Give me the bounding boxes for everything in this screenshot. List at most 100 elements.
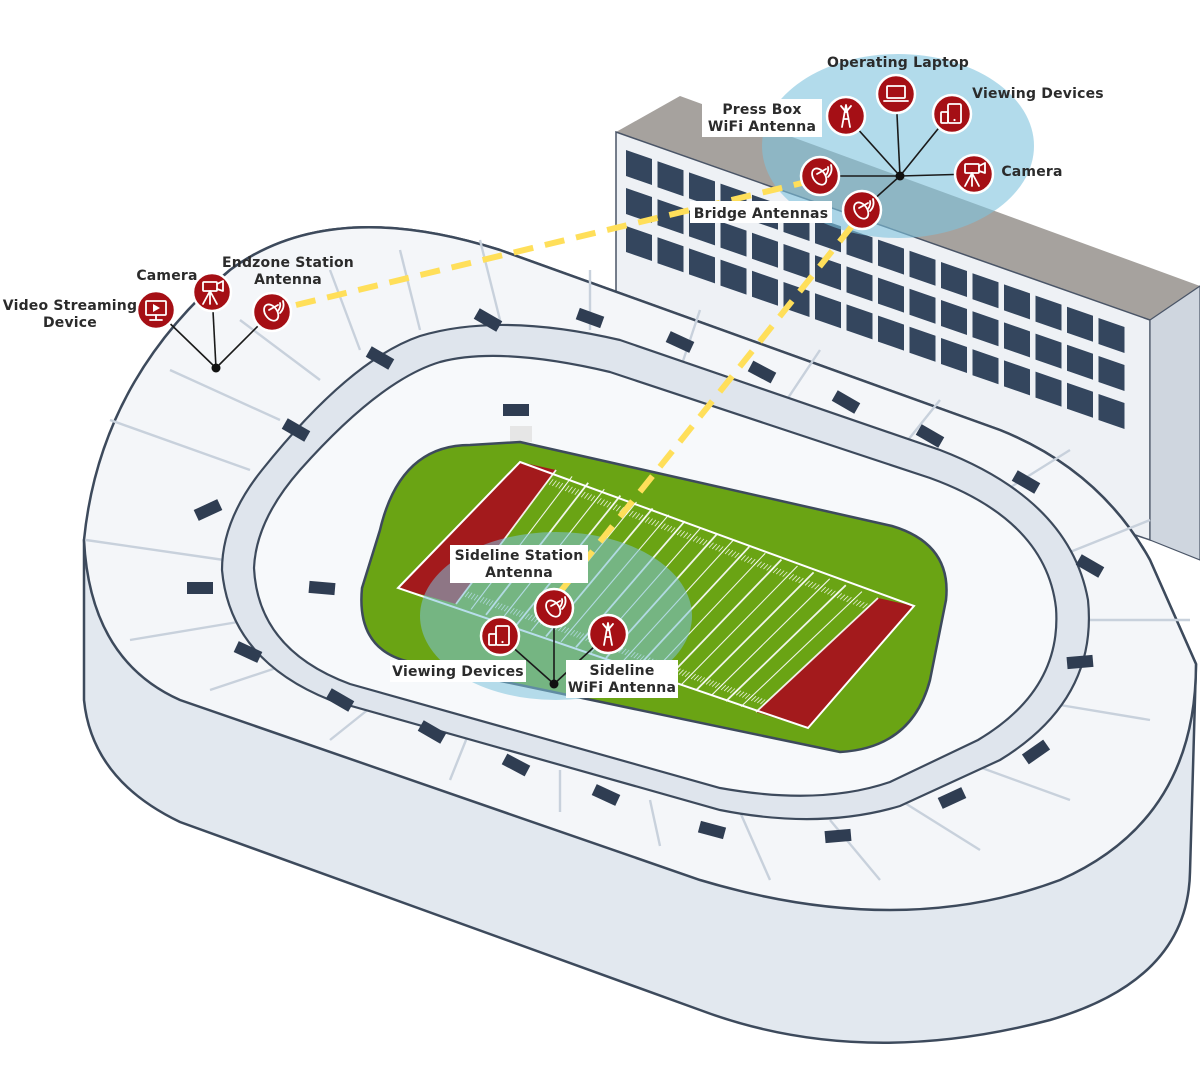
hash-mark [814, 584, 820, 590]
tunnel [1075, 554, 1105, 578]
press-box-window [941, 262, 967, 297]
aisle-line [398, 249, 422, 331]
label-video-line1: Video Streaming [3, 298, 137, 314]
hash-mark [654, 520, 660, 527]
hash-mark [580, 491, 586, 498]
tunnel [575, 307, 605, 329]
hash-mark [724, 548, 730, 555]
hash-mark [750, 558, 756, 565]
yard-line [680, 565, 798, 686]
hash-mark [714, 682, 721, 688]
hash-mark [600, 499, 605, 506]
press-box-window [1098, 356, 1125, 391]
device-press-box-wifi-antenna[interactable] [825, 95, 867, 137]
press-box-window [878, 277, 904, 313]
device-press-camera[interactable] [953, 153, 995, 195]
hash-mark [865, 604, 871, 610]
tunnel [233, 641, 263, 663]
tunnel [501, 753, 531, 777]
device-sideline-viewing-devices[interactable] [479, 615, 521, 657]
device-bridge-antenna-1[interactable] [799, 155, 841, 197]
hash-mark [632, 512, 637, 518]
hash-mark [571, 487, 576, 494]
tunnel [473, 308, 503, 332]
hash-mark [798, 577, 804, 584]
aisle-line [648, 799, 662, 847]
press-box-window [752, 270, 778, 306]
hash-mark [590, 495, 596, 502]
hash-mark [738, 691, 745, 697]
hash-mark [852, 599, 859, 605]
device-operating-laptop[interactable] [875, 73, 917, 115]
hash-mark [641, 515, 647, 522]
aisle-line [85, 538, 225, 562]
hash-mark [619, 506, 625, 513]
press-box-window [1098, 318, 1125, 353]
hash-mark [648, 518, 653, 524]
device-press-viewing-devices[interactable] [931, 93, 973, 135]
hash-mark [689, 534, 695, 541]
device-sideline-wifi-antenna[interactable] [587, 613, 629, 655]
device-bridge-antenna-2[interactable] [841, 189, 883, 231]
hash-mark [715, 544, 721, 551]
aisle-line [109, 418, 251, 472]
press-box-window [846, 266, 873, 302]
hash-mark [692, 536, 698, 542]
hash-mark [737, 553, 743, 560]
tunnel [308, 580, 336, 596]
hash-mark [747, 694, 754, 700]
hash-mark [664, 524, 669, 531]
hash-mark [772, 567, 778, 574]
hash-mark [625, 509, 631, 516]
hash-mark [766, 565, 772, 571]
press-box-window [752, 232, 778, 268]
hash-mark [807, 581, 814, 588]
hash-mark [593, 496, 599, 503]
hash-mark [785, 572, 791, 579]
press-box-window [941, 300, 967, 335]
press-box-window [1035, 333, 1062, 369]
label-endzone-camera: Camera [136, 268, 197, 284]
hash-mark [678, 669, 684, 675]
hash-mark [584, 493, 589, 499]
tunnel [325, 688, 355, 712]
press-box-window [972, 273, 999, 309]
device-sideline-station-antenna[interactable] [533, 587, 575, 629]
hash-mark [732, 689, 739, 695]
hash-mark [849, 598, 855, 604]
label-sideline-viewing-devices: Viewing Devices [392, 664, 524, 680]
hash-mark [811, 583, 817, 589]
press-box-window [878, 239, 904, 275]
yard-line [695, 571, 815, 692]
hash-mark [564, 485, 570, 492]
press-box-window [1098, 394, 1125, 429]
tunnel [365, 346, 395, 370]
hash-mark [747, 557, 753, 564]
yard-line [755, 597, 879, 713]
yard-line [665, 558, 783, 681]
yard-line [740, 591, 863, 707]
aisle-line [899, 798, 981, 852]
hash-mark [760, 699, 766, 705]
hash-mark [723, 686, 730, 692]
hash-mark [827, 589, 833, 595]
tunnel [1011, 470, 1041, 494]
hash-mark [801, 579, 807, 585]
press-box-side [1149, 285, 1200, 561]
hash-mark [754, 697, 760, 703]
hash-mark [702, 539, 708, 546]
device-endzone-camera[interactable] [191, 271, 233, 313]
press-box-window [1067, 382, 1093, 418]
label-endzone-line2: Antenna [254, 272, 322, 288]
hash-mark [705, 541, 711, 547]
tunnel [193, 499, 223, 521]
device-video-streaming[interactable] [135, 289, 177, 331]
device-endzone-station-antenna[interactable] [251, 291, 293, 333]
hash-mark [558, 482, 564, 489]
label-press-camera: Camera [1001, 164, 1062, 180]
field-boundary [396, 460, 916, 730]
hash-mark [820, 586, 827, 593]
tunnel [824, 828, 852, 844]
hash-mark [606, 501, 612, 508]
press-box-window [1004, 284, 1030, 320]
